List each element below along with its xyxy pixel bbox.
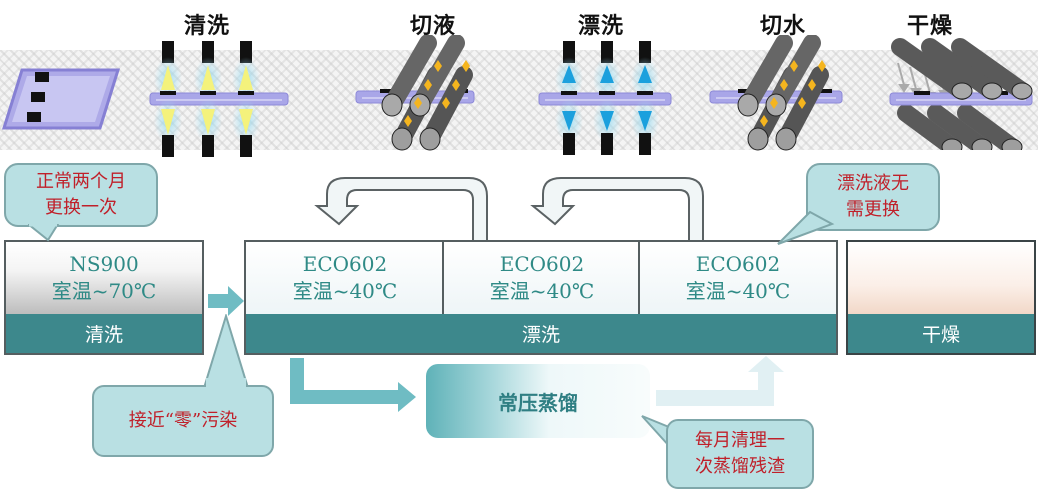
to-distillation-arrow bbox=[290, 358, 416, 412]
rinse-2-temperature: 室温~40℃ bbox=[489, 279, 595, 303]
cleaning-spray-icon bbox=[149, 41, 289, 157]
drying-tank: 干燥 bbox=[846, 240, 1036, 355]
callout-text: 需更换 bbox=[846, 199, 900, 220]
callout-text: 次蒸馏残渣 bbox=[695, 456, 785, 477]
cleaning-tank: NS900 室温~70℃ 清洗 bbox=[4, 240, 204, 355]
cleaning-chemical: NS900 bbox=[69, 252, 139, 276]
rinse-stage-3: ECO602 室温~40℃ bbox=[640, 242, 836, 314]
rinse-stage-1: ECO602 室温~40℃ bbox=[246, 242, 444, 314]
step-title-cleaning: 清洗 bbox=[184, 14, 231, 39]
cleaning-tank-label: 清洗 bbox=[6, 314, 202, 353]
water-cut-roller-icon bbox=[709, 35, 843, 151]
callout-pointer bbox=[777, 210, 835, 245]
cleaning-tank-solution: NS900 室温~70℃ bbox=[6, 242, 202, 314]
overflow-arrows bbox=[314, 177, 704, 242]
overflow-arrow-rinse2-to-rinse1 bbox=[314, 177, 488, 242]
overflow-arrow-rinse3-to-rinse2 bbox=[530, 177, 704, 242]
rinse-2-chemical: ECO602 bbox=[499, 252, 585, 276]
rinse-tank-label: 漂洗 bbox=[246, 314, 836, 353]
callout-pointer bbox=[28, 224, 60, 242]
callout-text: 正常两个月 bbox=[36, 171, 126, 192]
substrate-panel-icon bbox=[1, 68, 121, 130]
step-title-liquid-cut: 切液 bbox=[410, 14, 457, 39]
callout-text: 更换一次 bbox=[45, 197, 117, 218]
callout-pointer-mask bbox=[206, 378, 246, 390]
rinse-spray-icon bbox=[538, 41, 672, 155]
rinse-stage-2: ECO602 室温~40℃ bbox=[444, 242, 640, 314]
drying-tank-chamber bbox=[848, 242, 1034, 314]
rinse-divider bbox=[442, 242, 444, 314]
rinse-1-temperature: 室温~40℃ bbox=[292, 279, 398, 303]
callout-cleaning-replace: 正常两个月 更换一次 bbox=[4, 163, 158, 227]
return-from-distillation-arrow bbox=[656, 356, 784, 406]
rinse-3-chemical: ECO602 bbox=[695, 252, 781, 276]
callout-pointer bbox=[202, 314, 250, 388]
callout-text: 接近“零”污染 bbox=[128, 410, 238, 431]
rinse-divider bbox=[638, 242, 640, 314]
callout-monthly-clean: 每月清理一 次蒸馏残渣 bbox=[666, 419, 814, 489]
distillation-flow-arrows bbox=[290, 356, 784, 412]
step-title-drying: 干燥 bbox=[907, 14, 954, 39]
step-title-rinsing: 漂洗 bbox=[578, 14, 625, 39]
drying-tank-label: 干燥 bbox=[848, 314, 1034, 353]
flow-arrow-right-icon bbox=[208, 286, 244, 316]
drying-roller-icon bbox=[889, 38, 1033, 150]
rinse-tank: ECO602 室温~40℃ ECO602 室温~40℃ ECO602 室温~40… bbox=[244, 240, 838, 355]
liquid-cut-roller-icon bbox=[355, 35, 475, 151]
rinse-3-temperature: 室温~40℃ bbox=[685, 279, 791, 303]
distillation-unit: 常压蒸馏 bbox=[426, 364, 650, 438]
callout-rinse-no-replace: 漂洗液无 需更换 bbox=[806, 163, 940, 231]
callout-text: 漂洗液无 bbox=[837, 173, 909, 194]
callout-near-zero-pollution: 接近“零”污染 bbox=[92, 385, 274, 457]
rinse-1-chemical: ECO602 bbox=[302, 252, 388, 276]
cleaning-temperature: 室温~70℃ bbox=[51, 279, 157, 303]
callout-text: 每月清理一 bbox=[695, 430, 785, 451]
